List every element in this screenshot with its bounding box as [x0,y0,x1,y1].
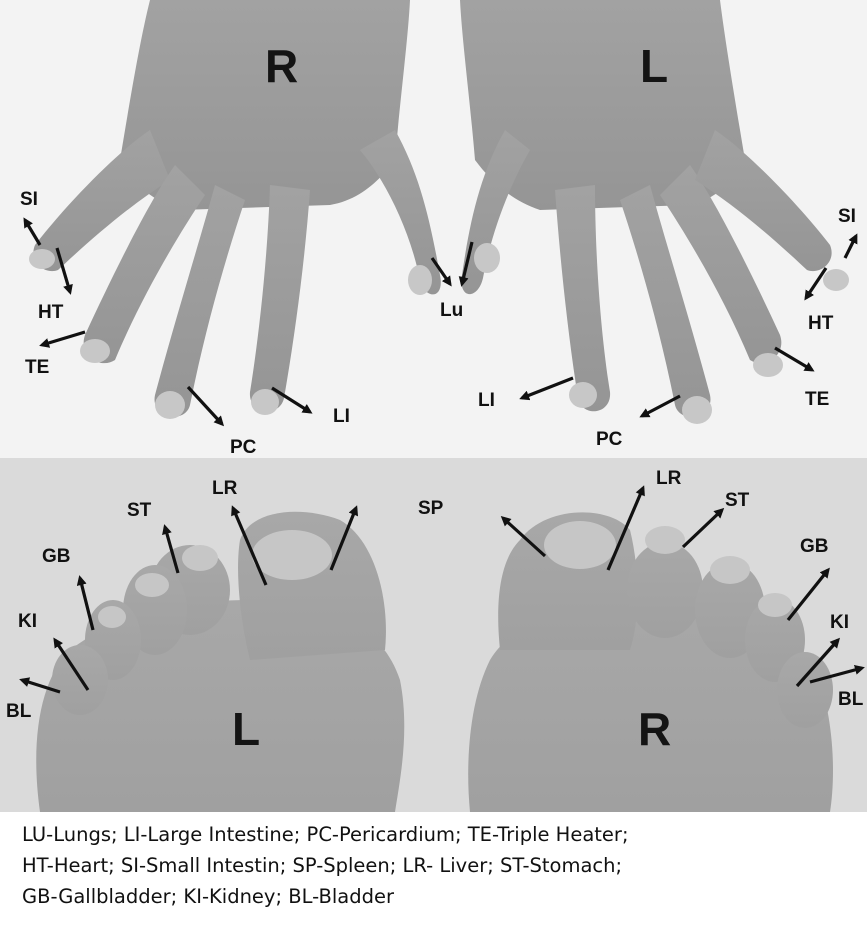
legend-line-1: LU-Lungs; LI-Large Intestine; PC-Pericar… [22,819,867,850]
label-ki-right: KI [830,612,849,633]
label-si-left: SI [838,206,856,227]
hands-panel [0,0,867,458]
label-li-right: LI [333,406,350,427]
label-st-right: ST [725,490,750,511]
label-te-right: TE [25,357,49,378]
hand-right-label: R [265,40,298,92]
label-bl-right: BL [838,689,864,710]
label-pc-left: PC [596,429,623,450]
label-gb-left: GB [42,546,71,567]
label-lr-left: LR [212,478,238,499]
hand-left-label: L [640,40,668,92]
foot-left-label: L [232,703,260,755]
label-te-left: TE [805,389,829,410]
legend-line-3: GB-Gallbladder; KI-Kidney; BL-Bladder [22,881,867,912]
label-lr-right: LR [656,468,682,489]
label-bl-left: BL [6,701,32,722]
label-ki-left: KI [18,611,37,632]
label-si-right: SI [20,189,38,210]
label-gb-right: GB [800,536,829,557]
foot-right-label: R [638,703,671,755]
label-ht-right: HT [38,302,64,323]
label-pc-right: PC [230,437,257,458]
label-ht-left: HT [808,313,834,334]
label-sp: SP [418,498,444,519]
label-lu: Lu [440,300,463,321]
label-st-left: ST [127,500,152,521]
legend: LU-Lungs; LI-Large Intestine; PC-Pericar… [0,812,867,926]
label-li-left: LI [478,390,495,411]
acupoint-photo: R L L R SI HT TE PC LI Lu LI PC TE HT SI… [0,0,867,812]
legend-line-2: HT-Heart; SI-Small Intestin; SP-Spleen; … [22,850,867,881]
